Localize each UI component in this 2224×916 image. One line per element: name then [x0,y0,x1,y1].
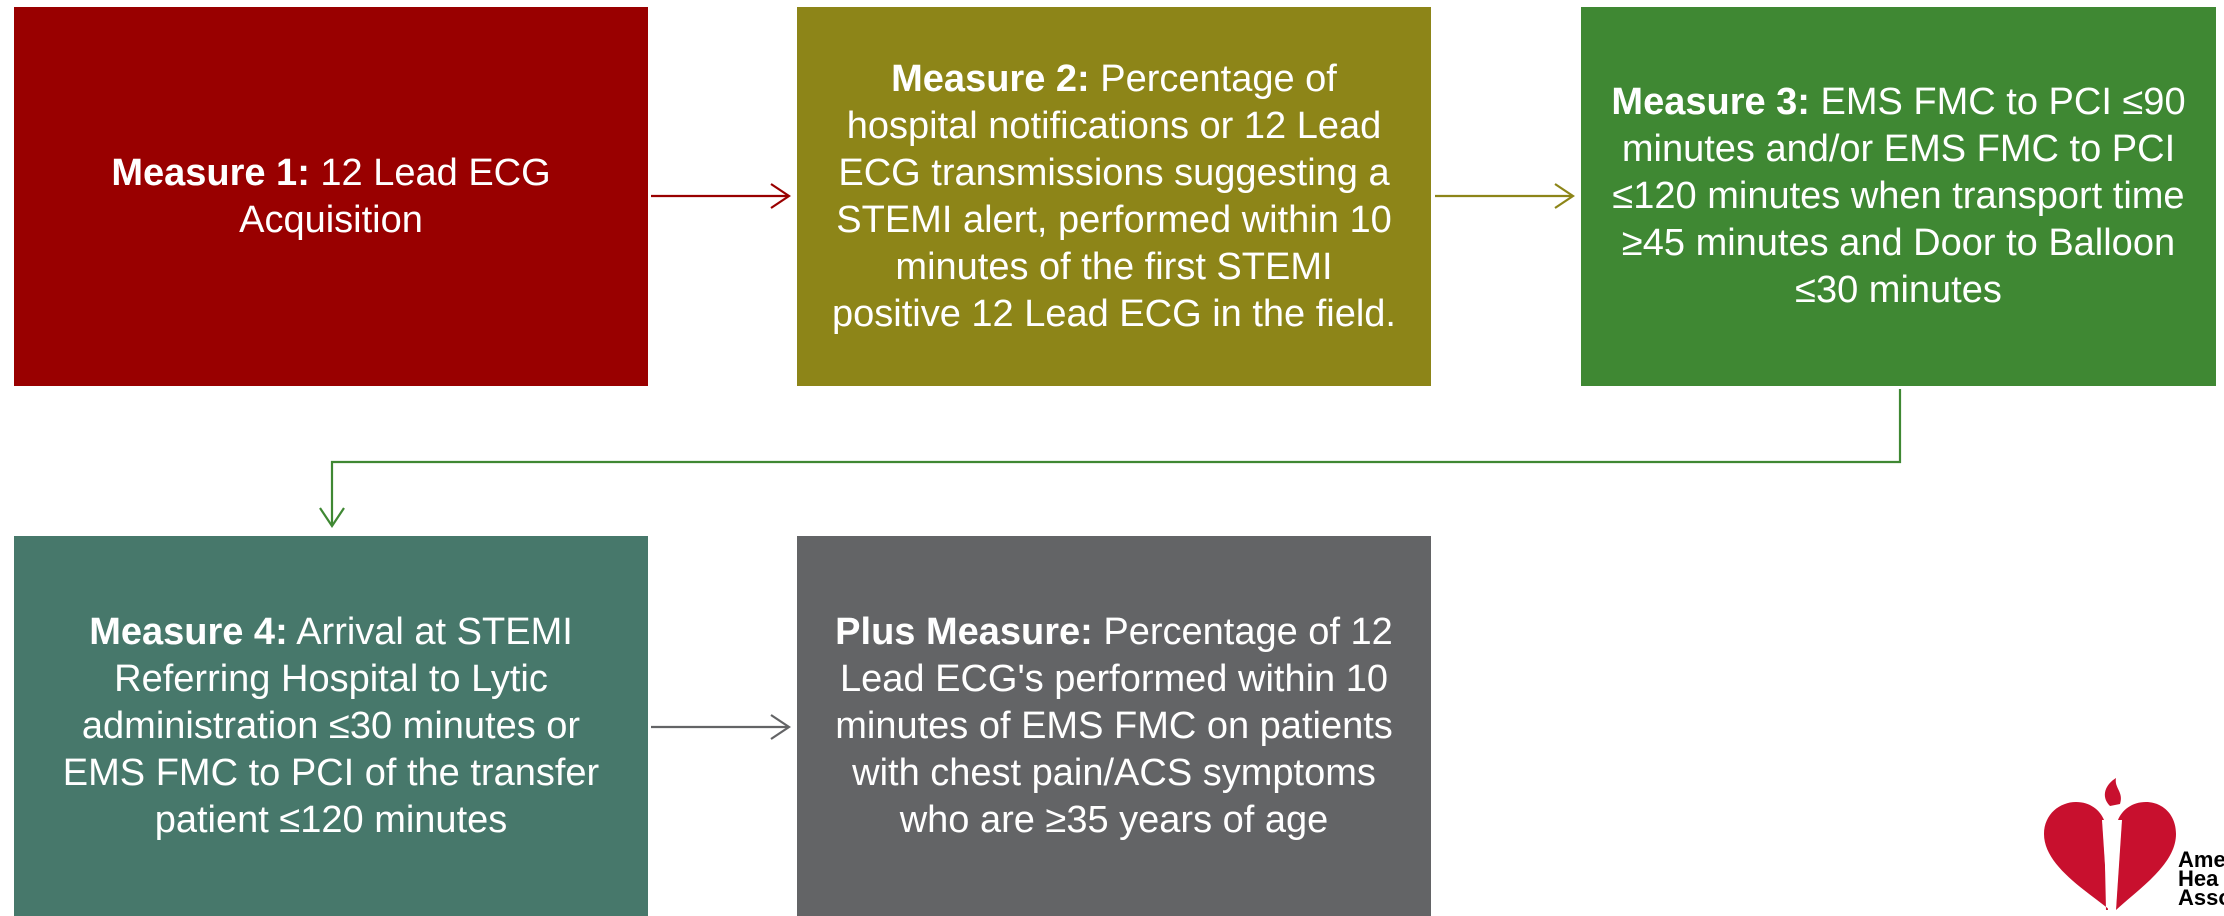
arrow-measure-2-to-measure-3 [1435,183,1575,209]
measure-3-description: EMS FMC to PCI ≤90 minutes and/or EMS FM… [1612,81,2186,311]
plus-measure-box: Plus Measure: Percentage of 12 Lead ECG'… [797,536,1431,916]
arrow-measure-3-to-measure-4 [319,389,1902,528]
organization-name: Ame Hea Asso [2178,847,2224,910]
plus-measure-text: Plus Measure: Percentage of 12 Lead ECG'… [827,609,1401,844]
plus-measure-description: Percentage of 12 Lead ECG's performed wi… [835,610,1393,841]
plus-measure-label: Plus Measure: [835,610,1093,653]
measure-4-text: Measure 4: Arrival at STEMI Referring Ho… [44,609,618,844]
arrow-measure-4-to-plus-measure [651,714,791,740]
measure-1-label: Measure 1: [111,151,310,194]
arrow-measure-1-to-measure-2 [651,183,791,209]
measure-2-label: Measure 2: [891,57,1090,100]
measure-2-text: Measure 2: Percentage of hospital notifi… [827,56,1401,338]
measure-4-description: Arrival at STEMI Referring Hospital to L… [62,610,600,841]
measure-4-box: Measure 4: Arrival at STEMI Referring Ho… [14,536,648,916]
measure-2-box: Measure 2: Percentage of hospital notifi… [797,7,1431,386]
measure-2-description: Percentage of hospital notifications or … [831,57,1396,335]
measure-1-description: 12 Lead ECG Acquisition [239,151,551,241]
heart-torch-icon [2044,778,2176,910]
measure-3-box: Measure 3: EMS FMC to PCI ≤90 minutes an… [1581,7,2216,386]
measure-1-box: Measure 1: 12 Lead ECG Acquisition [14,7,648,386]
measure-3-text: Measure 3: EMS FMC to PCI ≤90 minutes an… [1611,79,2186,314]
measure-4-label: Measure 4: [89,610,288,653]
measure-1-text: Measure 1: 12 Lead ECG Acquisition [44,150,618,244]
measure-3-label: Measure 3: [1611,81,1810,123]
